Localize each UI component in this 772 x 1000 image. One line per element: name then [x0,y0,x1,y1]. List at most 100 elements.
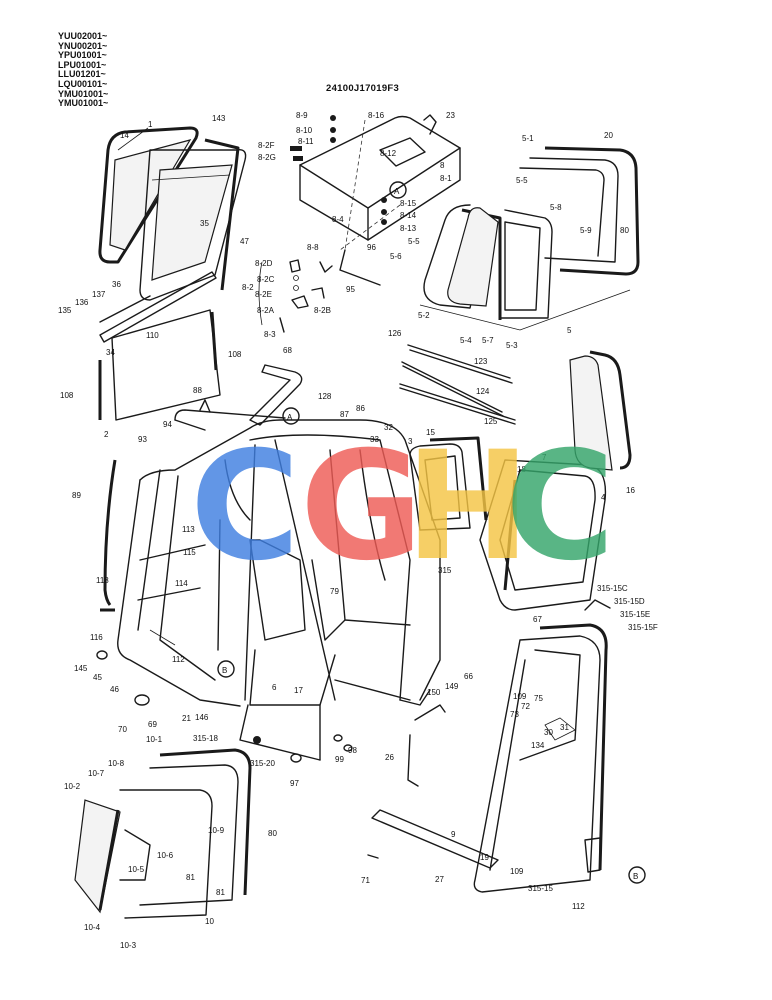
part-number-label: 315-15C [597,584,628,593]
part-number-label: 134 [531,741,545,750]
part-number-label: 96 [367,243,376,252]
part-number-label: 10-8 [108,759,125,768]
part-number-label: 115 [183,548,196,557]
serial-number: LPU01001~ [58,59,107,70]
part-number-label: 33 [370,435,379,444]
part-number-label: 71 [361,876,370,885]
part-number-label: 123 [474,357,488,366]
part-number-label: 8-13 [400,224,417,233]
part-number-label: 10 [205,917,214,926]
part-number-label: 16 [626,486,635,495]
part-number-label: 315-15E [620,610,650,619]
part-number-label: 86 [356,404,365,413]
part-number-label: 143 [212,114,226,123]
part-number-label: 10-2 [64,782,81,791]
part-number-label: 5-3 [506,341,518,350]
part-number-label: 93 [138,435,147,444]
part-number-label: 23 [446,111,455,120]
part-number-label: 149 [445,682,459,691]
part-number-label: 30 [544,728,553,737]
part-number-label: 8-2F [258,141,275,150]
part-number-label: 19 [480,853,489,862]
serial-number: LQU00101~ [58,78,108,89]
part-number-label: 2 [104,430,109,439]
watermark-letter: H [405,440,531,570]
part-number-label: 10-7 [88,769,105,778]
part-number-label: 46 [110,685,119,694]
part-number-label: 47 [240,237,249,246]
part-number-label: 10-1 [146,735,163,744]
part-number-label: 8-15 [400,199,417,208]
part-number-label: 95 [346,285,355,294]
serial-number-list: YUU02001~ YNU00201~ YPU01001~ LPU01001~ … [58,31,108,109]
part-number-label: 5-5 [408,237,420,246]
drawing-code: 24100J17019F3 [326,83,400,94]
part-number-label: 45 [93,673,102,682]
part-number-label: 75 [534,694,543,703]
part-number-label: 10-9 [208,826,225,835]
part-number-label: 5-6 [390,252,402,261]
part-number-label: 118 [96,576,109,585]
part-number-label: 5-9 [580,226,592,235]
callout-b: B [633,872,638,881]
part-number-label: 72 [521,702,530,711]
part-number-label: 126 [388,329,402,338]
part-number-label: 5-1 [522,134,534,143]
part-number-label: 128 [318,392,332,401]
serial-number: YNU00201~ [58,40,108,51]
watermark-letter: C [505,440,610,570]
part-number-label: 8-2C [257,275,275,284]
part-number-label: 98 [348,746,357,755]
part-number-label: 113 [182,525,195,534]
part-number-label: 108 [228,350,242,359]
part-number-label: 8-2D [255,259,273,268]
part-number-label: 10-5 [128,865,145,874]
part-number-label: 15 [426,428,435,437]
part-number-label: 135 [58,306,72,315]
part-number-label: 112 [172,655,185,664]
part-number-label: 8-10 [296,126,313,135]
part-number-label: 8-2 [242,283,254,292]
part-number-label: 8-9 [296,111,308,120]
part-number-label: 80 [268,829,277,838]
part-number-label: 110 [146,331,159,340]
part-number-label: 94 [163,420,172,429]
misc-parts-group [96,650,499,869]
part-number-label: 112 [572,902,585,911]
part-number-label: 8-11 [298,137,314,146]
watermark-letter: C [190,440,300,570]
part-number-label: 70 [118,725,127,734]
part-number-label: 8-2A [257,306,275,315]
front-rail-group [100,364,303,612]
part-number-label: 8-2E [255,290,272,299]
part-number-label: 109 [513,692,527,701]
part-number-label: 8-14 [400,211,417,220]
part-number-label: 150 [427,688,441,697]
part-number-label: 4 [601,493,606,502]
part-number-label: 87 [340,410,349,419]
part-number-label: 5-2 [418,311,430,320]
part-number-label: 125 [484,417,498,426]
lower-door-group [74,748,252,919]
roof-group [290,114,461,286]
part-number-label: 114 [175,579,188,588]
part-number-label: 10-3 [120,941,137,950]
part-number-label: 27 [435,875,444,884]
part-number-label: 145 [74,664,88,673]
watermark-letter: G [300,440,423,570]
part-number-label: 9 [451,830,456,839]
part-number-label: 8-16 [368,111,385,120]
part-number-label: 88 [193,386,202,395]
serial-number: YPU01001~ [58,50,107,61]
part-number-label: 10-4 [84,923,101,932]
part-number-label: 10-6 [157,851,174,860]
part-number-label: 5-8 [550,203,562,212]
serial-number: LLU01201~ [58,69,106,80]
part-number-label: 66 [464,672,473,681]
part-number-label: 81 [216,888,225,897]
part-number-label: 108 [60,391,74,400]
cab-door-group [473,599,611,893]
part-number-label: 8-2B [314,306,331,315]
